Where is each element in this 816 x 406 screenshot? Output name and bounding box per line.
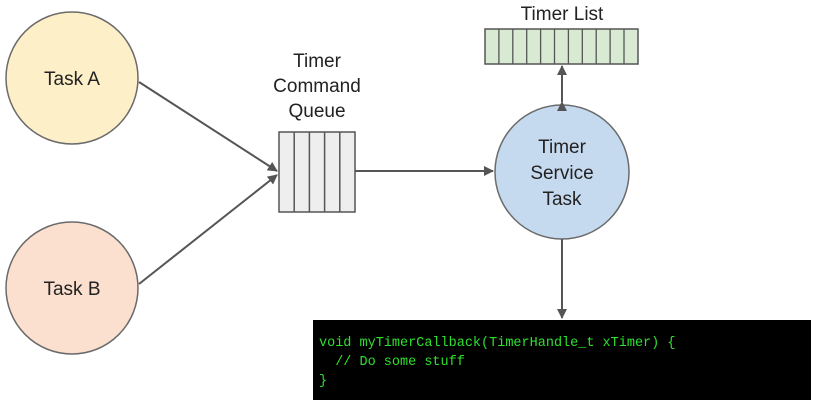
callback-code-block: void myTimerCallback(TimerHandle_t xTime… xyxy=(313,320,811,400)
timer-command-queue xyxy=(278,131,356,213)
timer-service-label-line-1: Timer xyxy=(538,137,587,158)
queue-label-line-2: Command xyxy=(273,76,361,97)
queue-label-line-3: Queue xyxy=(288,101,345,122)
code-line-1: void myTimerCallback(TimerHandle_t xTime… xyxy=(319,336,675,351)
code-block-background xyxy=(313,320,811,400)
code-line-3: } xyxy=(319,374,327,389)
task-b-node: Task B xyxy=(5,221,139,355)
task-a-circle xyxy=(5,11,139,145)
arrow-task-a-to-queue xyxy=(138,81,278,172)
timer-service-label-line-2: Service xyxy=(530,163,593,184)
timer-list-label: Timer List xyxy=(521,4,604,25)
timer-list-outline xyxy=(484,28,639,65)
task-b-circle xyxy=(5,221,139,355)
queue-outline xyxy=(278,131,356,213)
task-a-node: Task A xyxy=(5,11,139,145)
code-line-2: // Do some stuff xyxy=(319,355,465,370)
timer-service-label-line-3: Task xyxy=(542,189,582,210)
timer-list xyxy=(484,28,639,65)
queue-label-line-1: Timer xyxy=(293,51,342,72)
arrow-task-b-to-queue xyxy=(138,174,278,285)
task-b-label: Task B xyxy=(43,279,100,300)
timer-service-task-node: Timer Service Task xyxy=(494,104,630,240)
task-a-label: Task A xyxy=(44,69,100,90)
